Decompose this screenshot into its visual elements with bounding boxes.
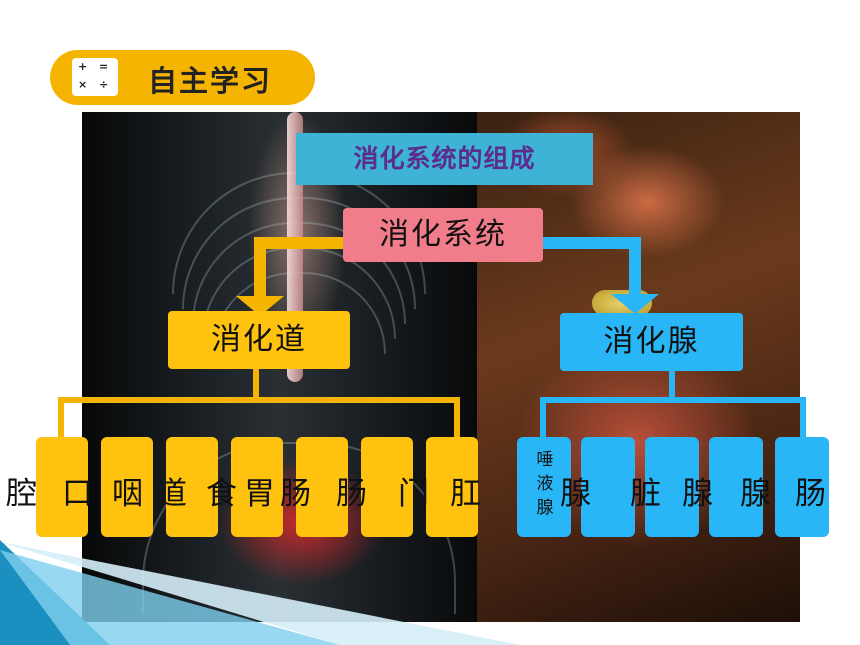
bracket-left-end-a: [58, 397, 64, 439]
section-header: + = × ÷ 自主学习: [50, 50, 315, 105]
tract-text-10: 肛: [450, 476, 481, 512]
tract-text-6: 胃: [244, 476, 275, 512]
tract-leaf-1: [36, 437, 88, 537]
deco-wedge-pale: [0, 542, 520, 645]
tract-leaf-5: [296, 437, 348, 537]
bracket-left-stem: [253, 369, 259, 401]
tract-text-4: 道: [156, 476, 187, 512]
root-node: 消化系统: [343, 208, 543, 262]
connector-root-right: [541, 237, 641, 249]
gland-text-2: 腺: [560, 476, 591, 512]
plus-glyph: +: [78, 60, 88, 73]
bracket-left-bar: [58, 397, 460, 403]
tract-text-3: 咽: [112, 476, 143, 512]
bracket-right-end-b: [800, 397, 806, 439]
gland-text-5: 腺: [740, 476, 771, 512]
tract-text-7: 肠: [280, 476, 311, 512]
gland-leaf-3: [645, 437, 699, 537]
gland-leaf-5: [775, 437, 829, 537]
divide-glyph: ÷: [99, 78, 109, 91]
salivary-label: 唾 液 腺: [536, 450, 554, 518]
gland-leaf-4: [709, 437, 763, 537]
connector-left-down: [254, 237, 266, 299]
tract-text-8: 肠: [336, 476, 367, 512]
slide-decoration: [0, 540, 520, 645]
branch-digestive-tract: 消化道: [168, 311, 350, 369]
arrow-down-right: [611, 294, 659, 314]
branch-digestive-glands: 消化腺: [560, 313, 743, 371]
tract-text-5: 食: [206, 476, 237, 512]
bracket-right-stem: [669, 371, 675, 401]
connector-right-down: [629, 237, 641, 297]
tract-leaf-7: [426, 437, 478, 537]
tract-leaf-6: [361, 437, 413, 537]
gland-text-6: 肠: [795, 476, 826, 512]
diagram-title: 消化系统的组成: [296, 133, 593, 185]
tract-leaf-2: [101, 437, 153, 537]
tract-text-9: 门: [398, 476, 429, 512]
section-title: 自主学习: [148, 64, 273, 98]
bracket-right-end-a: [540, 397, 546, 439]
connector-root-left: [254, 237, 346, 249]
calculator-icon: + = × ÷: [72, 58, 118, 96]
tract-leaf-4: [231, 437, 283, 537]
bracket-right-bar: [540, 397, 806, 403]
tract-text-2: 口: [62, 476, 93, 512]
times-glyph: ×: [78, 78, 88, 91]
gland-text-4: 腺: [682, 476, 713, 512]
tract-leaf-3: [166, 437, 218, 537]
gland-text-salivary: 唾 液 腺: [525, 448, 565, 520]
gland-text-3: 脏: [630, 476, 661, 512]
equals-glyph: =: [99, 60, 109, 73]
bracket-left-end-b: [454, 397, 460, 439]
tract-text-1: 腔: [6, 476, 37, 512]
deco-wedge-light: [0, 550, 340, 645]
gland-leaf-1: [517, 437, 571, 537]
gland-leaf-2: [581, 437, 635, 537]
